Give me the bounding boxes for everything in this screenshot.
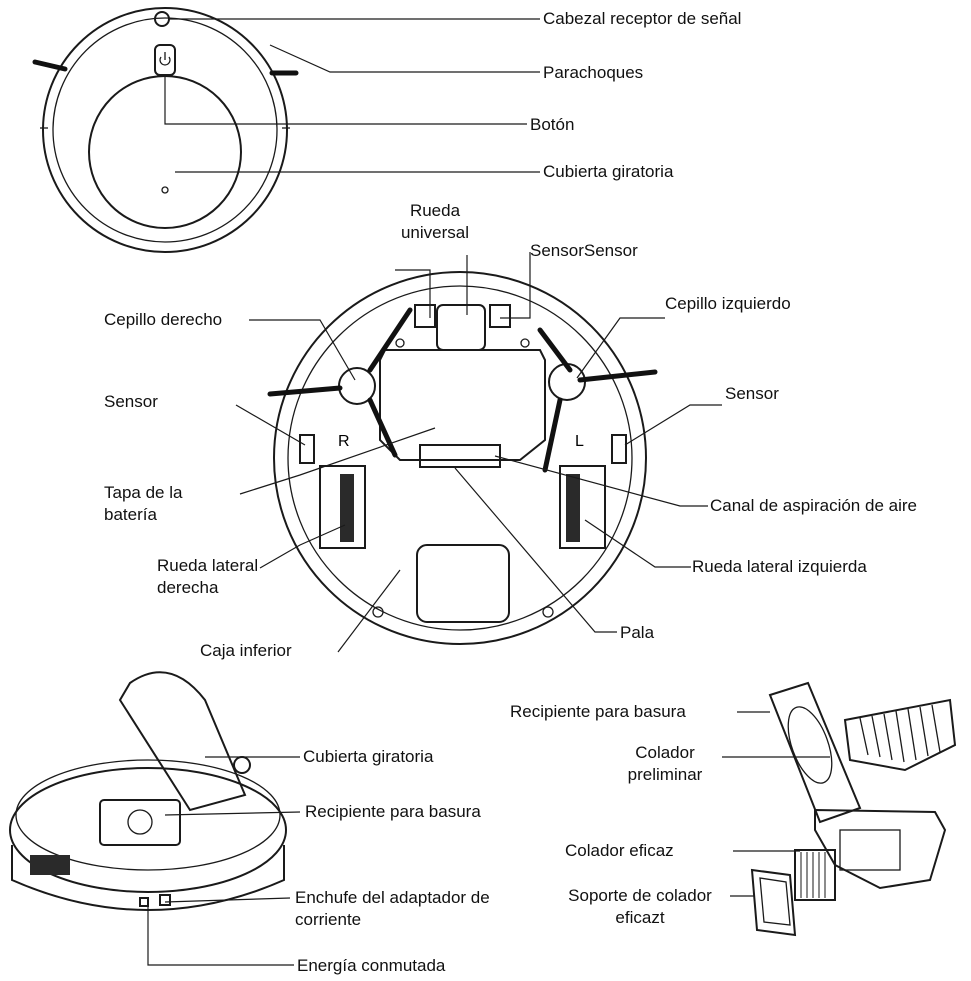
label-universal-wheel: Rueda universal bbox=[400, 201, 470, 242]
label-right-wheel: Rueda lateral derecha bbox=[157, 556, 259, 597]
side-mark-r: R bbox=[338, 433, 350, 450]
label-signal-head: Cabezal receptor de señal bbox=[543, 9, 742, 28]
label-left-brush: Cepillo izquierdo bbox=[665, 294, 791, 313]
label-power-adapter: Enchufe del adaptador de corriente bbox=[295, 888, 490, 929]
open-lid bbox=[118, 671, 247, 812]
universal-wheel-shape bbox=[436, 304, 486, 351]
right-wheel-shape bbox=[319, 465, 366, 549]
label-hepa-filter: Colador eficaz bbox=[565, 841, 674, 860]
hepa-filter-shape bbox=[794, 849, 836, 901]
top-view bbox=[32, 7, 299, 253]
label-right-brush: Cepillo derecho bbox=[104, 310, 223, 329]
label-bumper: Parachoques bbox=[543, 63, 644, 82]
filter-holder-shape bbox=[750, 868, 797, 937]
label-power-switch: Energía conmutada bbox=[297, 956, 446, 975]
bottom-view: R L bbox=[267, 271, 658, 645]
leader-lines bbox=[147, 18, 830, 966]
label-filter-holder: Soporte de colador eficazt bbox=[568, 886, 712, 927]
label-bottom-case: Caja inferior bbox=[200, 641, 292, 660]
bin-lid bbox=[768, 681, 862, 824]
label-shovel: Pala bbox=[620, 623, 655, 642]
side-view bbox=[9, 671, 287, 911]
adapter-socket-shape bbox=[159, 894, 171, 906]
sensor-block bbox=[611, 434, 627, 464]
side-mark-l: L bbox=[575, 433, 584, 450]
side-dust-bin bbox=[99, 799, 181, 846]
label-sensor-top: SensorSensor bbox=[530, 241, 638, 260]
sensor-block bbox=[299, 434, 315, 464]
bottom-case-shape bbox=[416, 544, 510, 623]
dust-bin-exploded bbox=[750, 681, 957, 937]
label-rotating-cover-side: Cubierta giratoria bbox=[303, 747, 434, 766]
air-channel-shape bbox=[419, 444, 501, 468]
label-dust-bin-parts: Recipiente para basura bbox=[510, 702, 686, 721]
sensor-block bbox=[489, 304, 511, 328]
top-view-brush bbox=[32, 59, 68, 72]
signal-receiver bbox=[154, 11, 170, 27]
label-left-wheel: Rueda lateral izquierda bbox=[692, 557, 867, 576]
sensor-block bbox=[414, 304, 436, 328]
label-sensor-right: Sensor bbox=[725, 384, 779, 403]
pre-filter-mesh bbox=[843, 698, 957, 772]
label-dust-bin-side: Recipiente para basura bbox=[305, 802, 481, 821]
label-button: Botón bbox=[530, 115, 575, 134]
power-switch-shape[interactable] bbox=[139, 897, 149, 907]
battery-cover-outline bbox=[379, 349, 546, 461]
label-sensor-left: Sensor bbox=[104, 392, 158, 411]
label-battery-cover: Tapa de la batería bbox=[104, 483, 183, 524]
power-icon bbox=[159, 52, 171, 66]
label-air-channel: Canal de aspiración de aire bbox=[710, 496, 917, 515]
left-wheel-shape bbox=[559, 465, 606, 549]
label-rotating-cover-top: Cubierta giratoria bbox=[543, 162, 674, 181]
bin-body bbox=[814, 808, 947, 890]
label-pre-filter: Colador preliminar bbox=[627, 743, 703, 784]
